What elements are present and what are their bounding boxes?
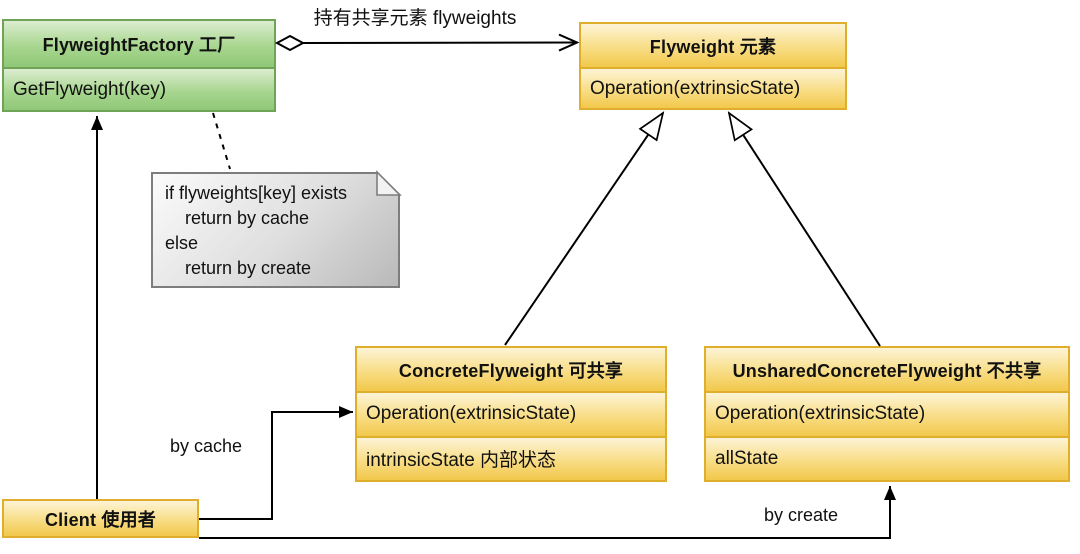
- factory-to-flyweight-arrow: [302, 43, 577, 44]
- unshared-inheritance-arrow: [729, 113, 881, 347]
- class-title: ConcreteFlyweight 可共享: [357, 348, 665, 391]
- class-member: GetFlyweight(key): [4, 67, 274, 110]
- aggregation-edge-label: 持有共享元素 flyweights: [313, 8, 517, 29]
- class-flyweight: Flyweight 元素 Operation(extrinsicState): [579, 22, 847, 110]
- class-member: intrinsicState 内部状态: [357, 435, 665, 480]
- note-line: else: [165, 233, 199, 253]
- class-member: Operation(extrinsicState): [357, 391, 665, 436]
- factory-note-dashed-link: [212, 112, 231, 170]
- class-client: Client 使用者: [2, 499, 199, 538]
- class-title: Flyweight 元素: [581, 24, 845, 67]
- class-member: allState: [706, 435, 1068, 480]
- note-line: if flyweights[key] exists: [165, 183, 348, 203]
- class-concreteflyweight: ConcreteFlyweight 可共享 Operation(extrinsi…: [355, 346, 667, 482]
- by-create-edge-label: by create: [763, 505, 839, 525]
- class-unsharedconcreteflyweight: UnsharedConcreteFlyweight 不共享 Operation(…: [704, 346, 1070, 482]
- aggregation-diamond: [274, 34, 306, 52]
- note-line: return by cache: [165, 208, 310, 228]
- note-getflyweight-logic: if flyweights[key] exists return by cach…: [151, 172, 400, 288]
- class-title: Client 使用者: [4, 501, 197, 536]
- class-title: FlyweightFactory 工厂: [4, 21, 274, 67]
- concrete-inheritance-arrow: [504, 113, 663, 346]
- by-cache-edge-label: by cache: [169, 436, 243, 456]
- class-member: Operation(extrinsicState): [581, 67, 845, 108]
- class-flyweightfactory: FlyweightFactory 工厂 GetFlyweight(key): [2, 19, 276, 112]
- class-title: UnsharedConcreteFlyweight 不共享: [706, 348, 1068, 391]
- class-member: Operation(extrinsicState): [706, 391, 1068, 436]
- note-line: return by create: [165, 258, 312, 278]
- client-by-cache-arrow: [199, 406, 353, 520]
